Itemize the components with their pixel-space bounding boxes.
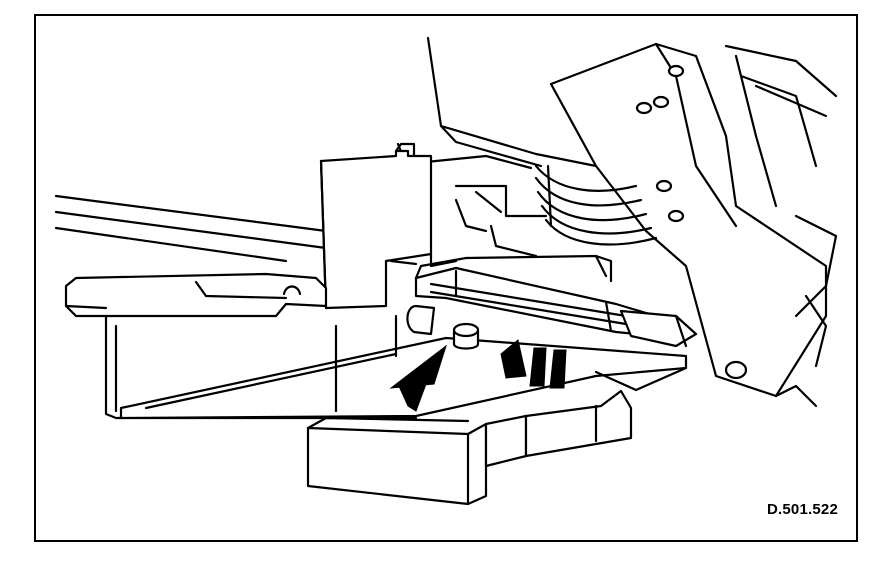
arrow-right-bar bbox=[529, 347, 547, 387]
figure-frame: D.501.522 bbox=[34, 14, 858, 542]
inner-housing bbox=[334, 198, 538, 413]
reference-code: D.501.522 bbox=[766, 501, 838, 518]
technical-illustration bbox=[54, 36, 838, 506]
arrows bbox=[389, 339, 567, 412]
bracket-hole bbox=[655, 179, 673, 193]
rod-assembly bbox=[389, 254, 698, 348]
bracket-hole bbox=[652, 95, 670, 109]
lower-block bbox=[306, 389, 633, 506]
arrow-middle bbox=[500, 339, 527, 379]
bracket-hole bbox=[667, 64, 685, 78]
coil-spring bbox=[534, 164, 658, 246]
arrow-right-bar bbox=[549, 349, 567, 389]
bracket-hole bbox=[724, 360, 748, 380]
lower-arm bbox=[64, 272, 418, 420]
vertical-plate bbox=[319, 142, 433, 310]
diagonal-rails bbox=[54, 194, 328, 263]
bracket-hole bbox=[667, 209, 685, 223]
pin-cylinder bbox=[452, 322, 480, 350]
mounting-bracket bbox=[549, 42, 838, 408]
bracket-hole bbox=[635, 101, 653, 115]
